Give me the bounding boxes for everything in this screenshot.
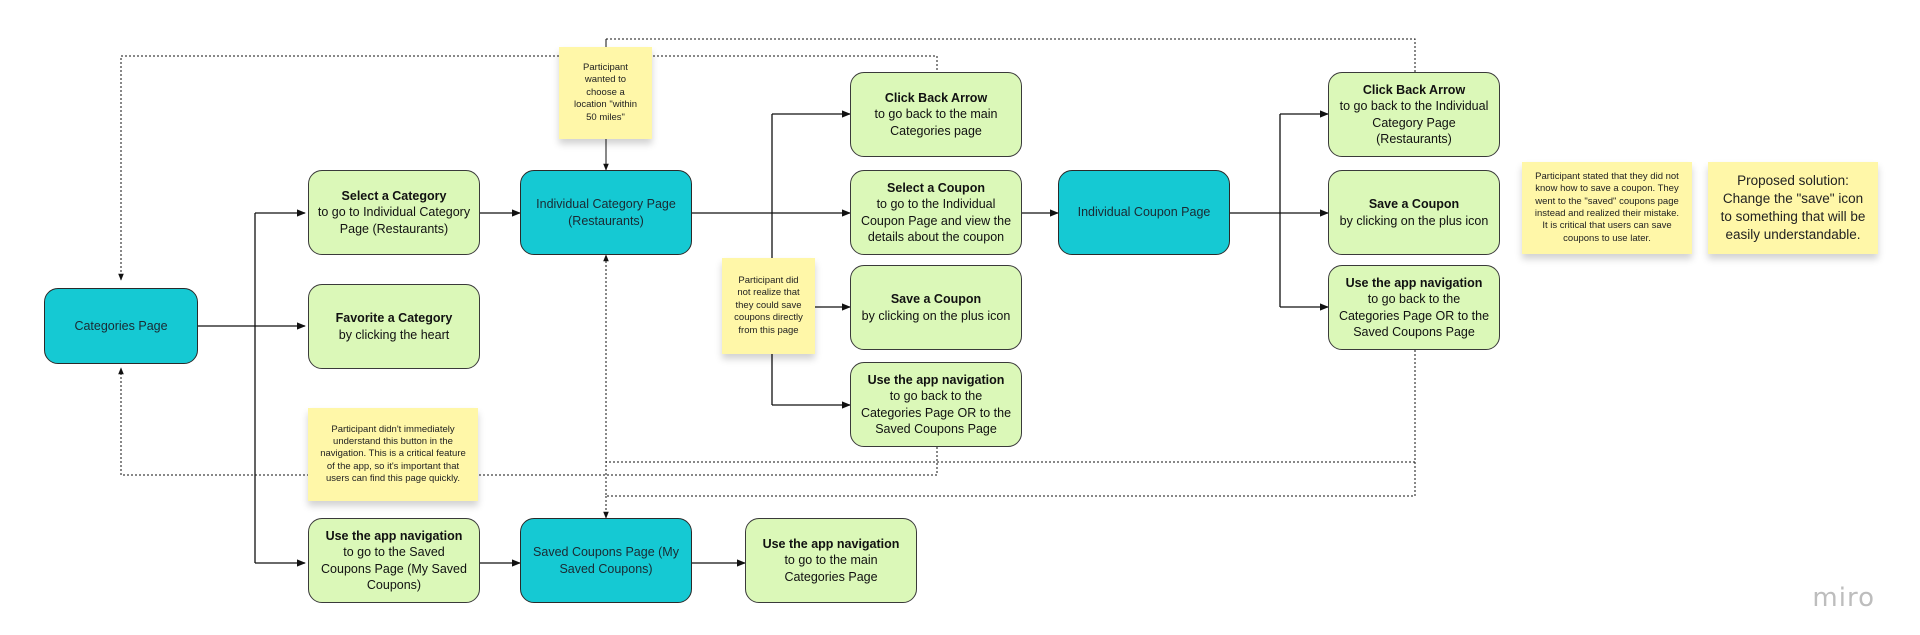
sticky-note-text: Participant did not realize that they co…	[734, 275, 803, 336]
miro-logo: miro	[1812, 583, 1875, 613]
dashed-coupon-to-saved	[605, 38, 1416, 497]
action-title: Use the app navigation	[325, 529, 463, 543]
categories-page-label: Categories Page	[74, 318, 168, 333]
action-title: Save a Coupon	[890, 292, 982, 307]
action-desc: to go to the Saved Coupons Page (My Save…	[321, 545, 467, 592]
favorite-category-action: Favorite a Category by clicking the hear…	[308, 284, 480, 369]
action-title: Select a Coupon	[887, 181, 985, 195]
save-coupon-action-1: Save a Coupon by clicking on the plus ic…	[850, 265, 1022, 350]
action-desc: to go to Individual Category Page (Resta…	[317, 205, 471, 236]
select-category-action: Select a Category to go to Individual Ca…	[308, 170, 480, 255]
action-title: Favorite a Category	[335, 311, 453, 326]
individual-coupon-page-node: Individual Coupon Page	[1058, 170, 1230, 255]
sticky-note-solution: Proposed solution: Change the "save" ico…	[1708, 162, 1878, 254]
action-desc: by clicking on the plus icon	[1339, 213, 1489, 228]
nav-saved-action: Use the app navigation to go to the Save…	[308, 518, 480, 603]
dashed-back-to-categories	[118, 367, 938, 476]
sticky-note-text: Participant wanted to choose a location …	[573, 62, 638, 123]
action-title: Use the app navigation	[1345, 276, 1483, 290]
sticky-note-save-how: Participant stated that they did not kno…	[1522, 162, 1692, 254]
action-title: Click Back Arrow	[884, 91, 988, 106]
nav-back-action-1: Use the app navigation to go back to the…	[850, 362, 1022, 447]
individual-category-page-node: Individual Category Page (Restaurants)	[520, 170, 692, 255]
back-main-action: Click Back Arrow to go back to the main …	[850, 72, 1022, 157]
individual-coupon-page-label: Individual Coupon Page	[1077, 205, 1211, 220]
select-coupon-action: Select a Coupon to go to the Individual …	[850, 170, 1022, 255]
action-title: Use the app navigation	[762, 537, 900, 552]
sticky-note-text: Participant didn't immediately understan…	[320, 423, 466, 485]
action-title: Use the app navigation	[867, 373, 1005, 387]
back-category-action: Click Back Arrow to go back to the Indiv…	[1328, 72, 1500, 157]
sticky-note-text: Proposed solution: Change the "save" ico…	[1720, 172, 1866, 243]
sticky-note-text: Participant stated that they did not kno…	[1534, 170, 1680, 244]
individual-category-page-label: Individual Category Page (Restaurants)	[536, 197, 676, 228]
action-desc: to go back to the Categories Page OR to …	[860, 389, 1012, 436]
saved-coupons-page-label: Saved Coupons Page (My Saved Coupons)	[533, 545, 679, 576]
action-title: Save a Coupon	[1368, 197, 1460, 212]
sticky-note-location: Participant wanted to choose a location …	[559, 47, 652, 139]
action-desc: by clicking on the plus icon	[861, 308, 1011, 323]
action-desc: by clicking the heart	[338, 327, 450, 342]
action-desc: to go back to the Individual Category Pa…	[1339, 99, 1489, 146]
categories-page-node: Categories Page	[44, 288, 198, 364]
action-title: Select a Category	[341, 189, 447, 204]
save-coupon-action-2: Save a Coupon by clicking on the plus ic…	[1328, 170, 1500, 255]
action-title: Click Back Arrow	[1362, 83, 1466, 97]
action-desc: to go to the Individual Coupon Page and …	[860, 197, 1012, 244]
action-desc: to go back to the main Categories page	[874, 107, 998, 138]
action-desc: to go to the main Categories Page	[784, 553, 878, 584]
nav-back-action-2: Use the app navigation to go back to the…	[1328, 265, 1500, 350]
sticky-note-save-direct: Participant did not realize that they co…	[722, 258, 815, 354]
saved-coupons-page-node: Saved Coupons Page (My Saved Coupons)	[520, 518, 692, 603]
nav-main-action: Use the app navigation to go to the main…	[745, 518, 917, 603]
action-desc: to go back to the Categories Page OR to …	[1338, 292, 1490, 339]
sticky-note-nav-button: Participant didn't immediately understan…	[308, 408, 478, 501]
